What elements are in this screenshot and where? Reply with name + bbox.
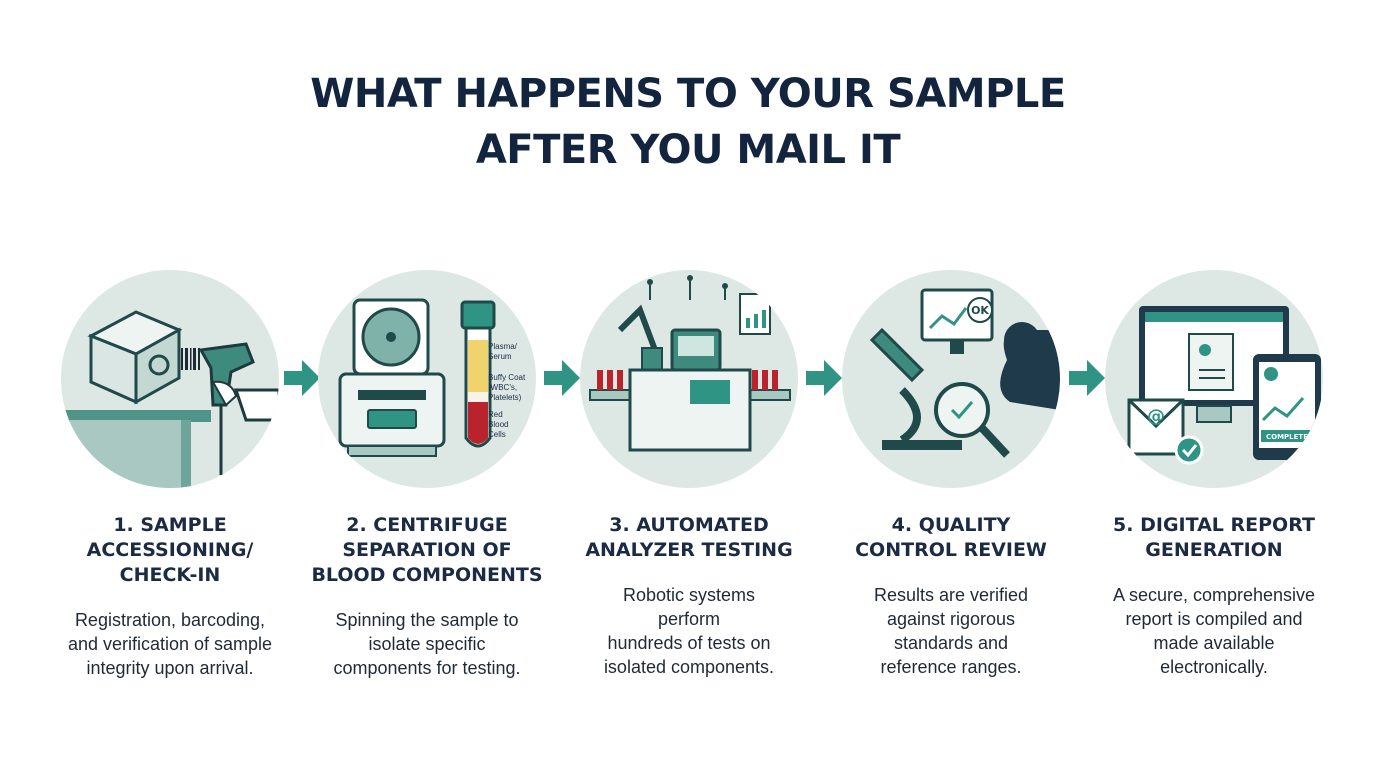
step-5-title-line: GENERATION xyxy=(1145,539,1283,561)
tube-label-red-blood-cells: Red Blood Cells xyxy=(488,410,508,440)
tube-label-line: Blood xyxy=(488,420,509,429)
step-1-description: Registration, barcoding, and verificatio… xyxy=(30,608,310,680)
step-2-description: Spinning the sample to isolate specific … xyxy=(287,608,567,680)
step-1-circle xyxy=(61,270,279,488)
step-3-desc-line: isolated components. xyxy=(603,657,775,677)
step-2-desc-line: Spinning the sample to xyxy=(335,610,519,630)
tube-label-line: Serum xyxy=(488,352,512,361)
step-5-desc-line: made available xyxy=(1153,633,1275,653)
digital-report-icon: COMPLETE @ xyxy=(1127,306,1321,465)
step-2-title: 2. CENTRIFUGE SEPARATION OF BLOOD COMPON… xyxy=(287,513,567,588)
complete-badge: COMPLETE xyxy=(1266,433,1308,441)
step-4-circle: OK xyxy=(842,270,1060,488)
step-2-desc-line: components for testing. xyxy=(333,658,521,678)
step-1-title-line: CHECK-IN xyxy=(119,564,221,586)
step-2-circle xyxy=(318,270,536,488)
step-1-desc-line: integrity upon arrival. xyxy=(86,658,254,678)
tube-label-line: Plasma/ xyxy=(488,342,517,351)
step-3-desc-line: perform xyxy=(657,609,720,629)
step-4-title: 4. QUALITY CONTROL REVIEW xyxy=(811,513,1091,563)
centrifuge-icon xyxy=(338,298,496,457)
step-4-description: Results are verified against rigorous st… xyxy=(811,583,1091,679)
step-1-desc-line: and verification of sample xyxy=(67,634,273,654)
step-4-desc-line: Results are verified xyxy=(873,585,1029,605)
robotic-analyzer-icon xyxy=(589,275,791,452)
svg-text:@: @ xyxy=(1147,406,1165,427)
ok-label: OK xyxy=(971,304,989,317)
title-line-1: WHAT HAPPENS TO YOUR SAMPLE xyxy=(310,71,1066,117)
step-3-circle xyxy=(580,270,798,488)
step-4-title-line: CONTROL REVIEW xyxy=(855,539,1047,561)
arrow-right-icon xyxy=(284,358,320,398)
title-line-2: AFTER YOU MAIL IT xyxy=(475,127,901,173)
step-1-title-line: ACCESSIONING/ xyxy=(86,539,254,561)
step-4-desc-line: against rigorous xyxy=(886,609,1016,629)
step-4-desc-line: standards and xyxy=(893,633,1009,653)
step-3-desc-line: Robotic systems xyxy=(622,585,756,605)
step-3-desc-line: hundreds of tests on xyxy=(607,633,771,653)
page-title: WHAT HAPPENS TO YOUR SAMPLE AFTER YOU MA… xyxy=(0,66,1376,178)
step-4-title-line: 4. QUALITY xyxy=(891,514,1011,536)
step-5-circle: COMPLETE @ xyxy=(1105,270,1323,488)
step-5-desc-line: report is compiled and xyxy=(1125,609,1303,629)
step-5-title-line: 5. DIGITAL REPORT xyxy=(1113,514,1315,536)
step-3-title-line: 3. AUTOMATED xyxy=(609,514,769,536)
step-5-description: A secure, comprehensive report is compil… xyxy=(1074,583,1354,679)
step-1-title-line: 1. SAMPLE xyxy=(113,514,227,536)
step-1-desc-line: Registration, barcoding, xyxy=(74,610,266,630)
step-2-title-line: BLOOD COMPONENTS xyxy=(311,564,543,586)
step-2-title-line: SEPARATION OF xyxy=(342,539,512,561)
tube-label-line: (WBC's, xyxy=(488,383,518,392)
tube-label-buffy-coat: Buffy Coat (WBC's, Platelets) xyxy=(488,373,525,403)
step-5-desc-line: electronically. xyxy=(1160,657,1268,677)
step-5-title: 5. DIGITAL REPORT GENERATION xyxy=(1074,513,1354,563)
arrow-right-icon xyxy=(544,358,580,398)
arrow-right-icon xyxy=(1069,358,1105,398)
step-5-desc-line: A secure, comprehensive xyxy=(1112,585,1316,605)
package-barcode-scanner-icon xyxy=(61,310,279,488)
step-2-desc-line: isolate specific xyxy=(368,634,486,654)
tube-label-line: Platelets) xyxy=(488,393,522,402)
tube-label-line: Cells xyxy=(488,430,506,439)
tube-label-line: Buffy Coat xyxy=(488,373,526,382)
step-3-title-line: ANALYZER TESTING xyxy=(585,539,793,561)
step-3-title: 3. AUTOMATED ANALYZER TESTING xyxy=(549,513,829,563)
step-3-description: Robotic systems perform hundreds of test… xyxy=(549,583,829,679)
step-1-title: 1. SAMPLE ACCESSIONING/ CHECK-IN xyxy=(30,513,310,588)
arrow-right-icon xyxy=(806,358,842,398)
microscope-review-icon: OK xyxy=(869,288,1060,458)
tube-label-plasma: Plasma/ Serum xyxy=(488,342,517,362)
step-2-title-line: 2. CENTRIFUGE xyxy=(346,514,508,536)
tube-label-line: Red xyxy=(488,410,503,419)
step-4-desc-line: reference ranges. xyxy=(880,657,1022,677)
